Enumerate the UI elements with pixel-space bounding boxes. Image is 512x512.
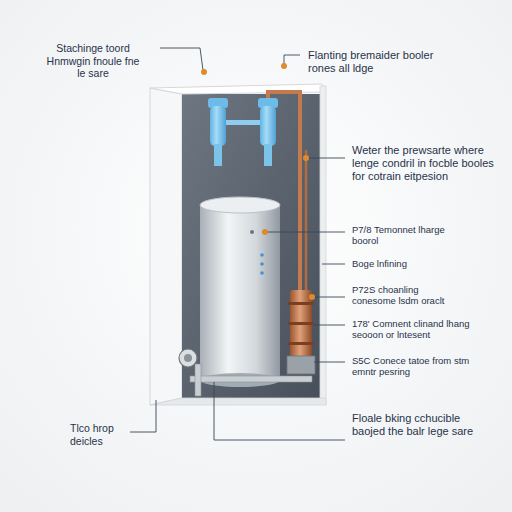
tank-fitting (250, 230, 254, 234)
callout-label: 178' Comnent clinand lhang seooon or lnt… (352, 318, 470, 341)
callout-label: Tlco hrop deicles (70, 422, 132, 447)
copper-pipe (305, 150, 308, 292)
callout-label: P7/8 Temonnet lharge boorol (352, 224, 470, 247)
callout-dot (281, 63, 287, 69)
callout-label: P72S choanling conesome lsdm oraclt (352, 284, 460, 307)
leader-line (312, 297, 345, 298)
leader-line (130, 400, 156, 432)
leader-line (306, 158, 345, 159)
callout-label: S5C Conece tatoe from stm emntr pesring (352, 355, 480, 378)
tank-indicator (260, 271, 264, 275)
filter-neck (264, 144, 272, 166)
cabinet-bottom (150, 398, 326, 405)
valve-base (287, 356, 315, 374)
leader-line (214, 382, 345, 440)
tank-top (200, 197, 280, 213)
leader-line (265, 232, 345, 233)
bottom-pipe (190, 376, 312, 382)
filter-body (210, 106, 226, 146)
callout-label: Stachinge toord Hnmwgin fnoule fne le sa… (43, 42, 143, 80)
pump (179, 349, 197, 367)
callout-label: Boge lnfining (352, 258, 492, 269)
filter-bridge (226, 120, 260, 125)
valve-ring (288, 322, 314, 325)
callout-dot (201, 69, 207, 75)
leader-line (322, 264, 345, 265)
water-tank (200, 205, 280, 380)
leader-line (314, 362, 345, 363)
pump-hub (184, 354, 192, 362)
callout-dot (262, 229, 268, 235)
tank-indicator (260, 253, 264, 257)
leader-line (314, 325, 345, 326)
callout-label: Weter the prewsarte where lenge condril … (352, 144, 504, 184)
valve-ring (288, 302, 314, 305)
callout-dot (309, 294, 315, 300)
callout-label: Flanting bremaider booler rones all ldge (308, 49, 438, 75)
leader-line (160, 48, 203, 70)
valve-ring (288, 342, 314, 345)
pump-pipe (195, 364, 201, 396)
callout-label: Floale bking cchucible baojed the balr l… (352, 412, 478, 438)
tank-indicator (260, 262, 264, 266)
filter-body (260, 106, 276, 146)
cabinet-side (150, 88, 182, 405)
cabinet-edge (320, 86, 326, 404)
filter-neck (214, 144, 222, 166)
callout-dot (303, 155, 309, 161)
